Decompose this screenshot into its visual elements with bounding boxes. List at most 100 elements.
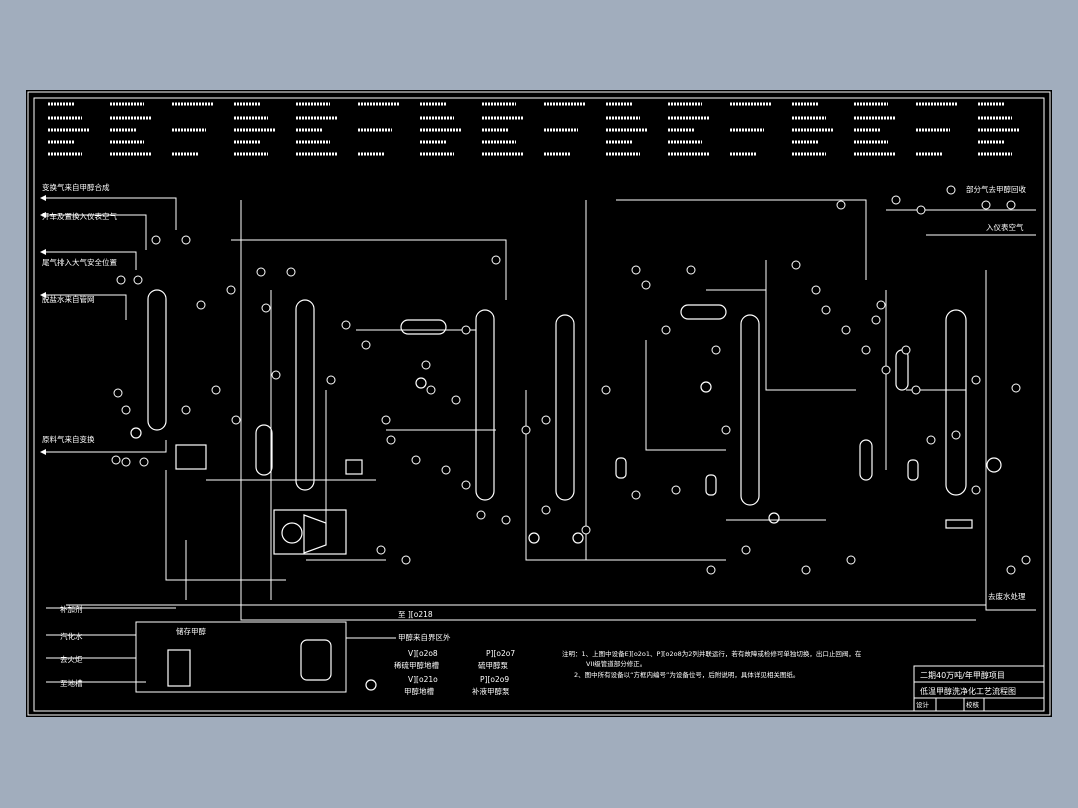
bottom-tag-0: V][o2o8 (408, 649, 438, 658)
title-cell-check: 校核 (966, 700, 980, 709)
instrument-bubble (876, 300, 886, 310)
instrument-bubble (1021, 555, 1031, 565)
title-cell-design: 设计 (916, 700, 930, 709)
instrument-bubble (121, 405, 131, 415)
instrument-bubble (361, 340, 371, 350)
instrument-bubble (721, 425, 731, 435)
instrument-bubble (871, 315, 881, 325)
instrument-bubble (631, 265, 641, 275)
pump-1 (130, 427, 142, 439)
instrument-bubble (421, 360, 431, 370)
instrument-bubble (801, 565, 811, 575)
instrument-bubble (401, 555, 411, 565)
instrument-bubble (846, 555, 856, 565)
bottom-tag-1: P][o2o7 (486, 649, 515, 658)
pump-6 (415, 377, 427, 389)
instrument-bubble (231, 415, 241, 425)
instrument-bubble (911, 385, 921, 395)
compressor-box (273, 509, 347, 555)
instrument-bubble (881, 365, 891, 375)
instrument-bubble (581, 525, 591, 535)
bottom-tag-2: V][o21o (408, 675, 438, 684)
instrument-bubble (641, 280, 651, 290)
instrument-bubble (706, 565, 716, 575)
hot-regeneration-column (740, 314, 760, 506)
tank-label: 储存甲醇 (176, 626, 206, 636)
inner-frame (33, 97, 1045, 712)
filter-3 (907, 459, 919, 481)
stream-label-right-0: 部分气去甲醇回收 (966, 184, 1026, 194)
instrument-bubble (811, 285, 821, 295)
stream-label-left-2: 尾气排入大气安全位置 (42, 257, 117, 267)
filter-1 (615, 457, 627, 479)
instrument-bubble (261, 303, 271, 313)
instrument-bubble (601, 385, 611, 395)
title-block (913, 665, 1045, 712)
bottom-tag-2-name: 甲醇地槽 (404, 686, 434, 696)
instrument-bubble (916, 205, 926, 215)
instrument-bubble (271, 370, 281, 380)
instrument-bubble (861, 345, 871, 355)
bottom-tag-1-name: 硫甲醇泵 (478, 660, 508, 670)
pump-storage (365, 679, 377, 691)
instrument-bubble (711, 345, 721, 355)
pump-4 (768, 512, 780, 524)
instrument-bubble (139, 457, 149, 467)
instrument-bubble (1006, 565, 1016, 575)
to-area-label: 甲醇来自界区外 (398, 632, 451, 642)
bottom-tag-3-name: 补液甲醇泵 (472, 686, 510, 696)
instrument-bubble (521, 425, 531, 435)
instrument-bubble (1006, 200, 1016, 210)
instrument-bubble (741, 545, 751, 555)
instrument-bubble (461, 325, 471, 335)
instrument-bubble (286, 267, 296, 277)
horizontal-vessel-2 (680, 304, 727, 320)
instrument-bubble (686, 265, 696, 275)
note-line-3: 2、图中所有设备以“方框内编号”为设备位号，后附说明，具体详见相关图纸。 (574, 670, 799, 679)
stream-label-left-3: 脱盐水来自管网 (42, 294, 95, 304)
instrument-bubble (381, 415, 391, 425)
instrument-bubble (946, 185, 956, 195)
instrument-bubble (541, 505, 551, 515)
instrument-bubble (426, 385, 436, 395)
heat-exchanger-2 (345, 459, 363, 475)
instrument-bubble (411, 455, 421, 465)
pump-3 (572, 532, 584, 544)
instrument-bubble (151, 235, 161, 245)
instrument-bubble (121, 457, 131, 467)
small-vessel (895, 349, 909, 391)
instrument-bubble (671, 485, 681, 495)
instrument-bubble (841, 325, 851, 335)
instrument-bubble (901, 345, 911, 355)
instrument-bubble (226, 285, 236, 295)
methanol-water-column (945, 309, 967, 496)
flash-vessel (255, 424, 273, 476)
stream-label-bottom-2: 去火炬 (60, 654, 83, 664)
instrument-bubble (116, 275, 126, 285)
regeneration-column-1 (475, 309, 495, 501)
instrument-bubble (661, 325, 671, 335)
horizontal-vessel-1 (400, 319, 447, 335)
stream-label-left-1: 开车及置换入仪表空气 (42, 211, 117, 221)
stream-label-left-0: 变换气来自甲醇合成 (42, 182, 110, 192)
regeneration-column-2 (555, 314, 575, 501)
instrument-bubble (1011, 383, 1021, 393)
instrument-bubble (631, 490, 641, 500)
bottom-tag-0-name: 稀硫甲醇地槽 (394, 660, 439, 670)
instrument-bubble (821, 305, 831, 315)
pump-5 (700, 381, 712, 393)
instrument-bubble (181, 405, 191, 415)
stream-label-right-2: 去废水处理 (988, 591, 1026, 601)
note-line-1: 注明：1、上图中设备E][o2o1、P][o2o8为2列并联运行，若有故障或检修… (562, 649, 862, 658)
instrument-bubble (971, 375, 981, 385)
instrument-bubble (791, 260, 801, 270)
instrument-bubble (376, 545, 386, 555)
compressor (303, 514, 327, 554)
stream-label-left-4: 原料气来自变换 (42, 434, 95, 444)
stream-label-bottom-1: 汽化水 (60, 631, 83, 641)
instrument-bubble (386, 435, 396, 445)
equipment (130, 289, 1002, 691)
filter-2 (705, 474, 717, 496)
regeneration-drum-box (167, 649, 191, 687)
instrument-bubble (256, 267, 266, 277)
